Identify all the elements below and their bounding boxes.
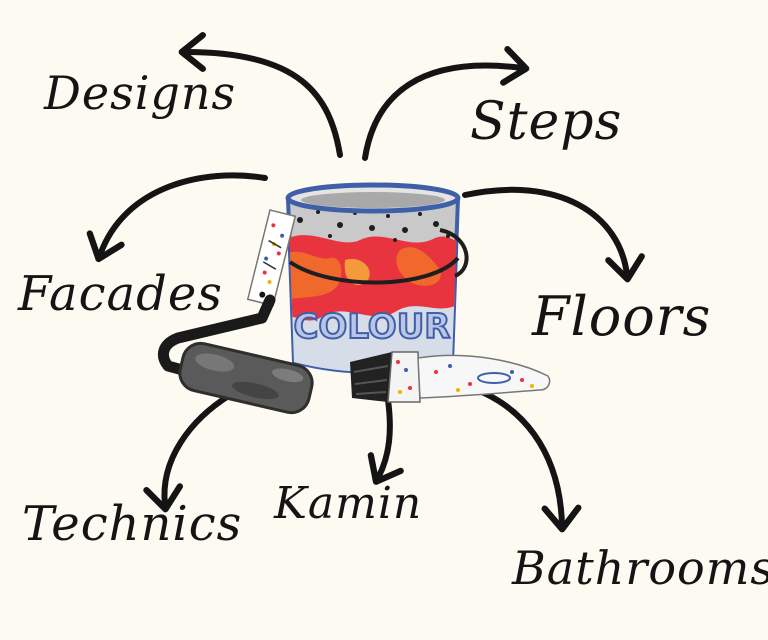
label-kamin: Kamin: [274, 478, 423, 529]
label-facades: Facades: [18, 266, 223, 322]
label-technics: Technics: [22, 496, 243, 552]
paint-roller-icon: [157, 294, 314, 415]
paint-brush-icon: [350, 351, 551, 403]
label-floors: Floors: [532, 285, 712, 348]
label-steps: Steps: [470, 92, 623, 152]
label-designs: Designs: [44, 66, 237, 120]
arrow-to-steps: [362, 46, 530, 161]
arrow-to-floors: [462, 186, 645, 283]
can-label: COLOUR: [293, 307, 450, 347]
label-bathrooms: Bathrooms: [512, 541, 768, 595]
arrow-to-technics: [143, 392, 233, 513]
arrow-to-facades: [86, 172, 268, 263]
paint-can-icon: COLOUR: [285, 182, 469, 374]
arrow-to-bathrooms: [452, 380, 582, 533]
price-tag-icon: [246, 209, 297, 307]
arrow-to-designs: [178, 32, 343, 158]
arrow-to-kamin: [367, 397, 404, 485]
